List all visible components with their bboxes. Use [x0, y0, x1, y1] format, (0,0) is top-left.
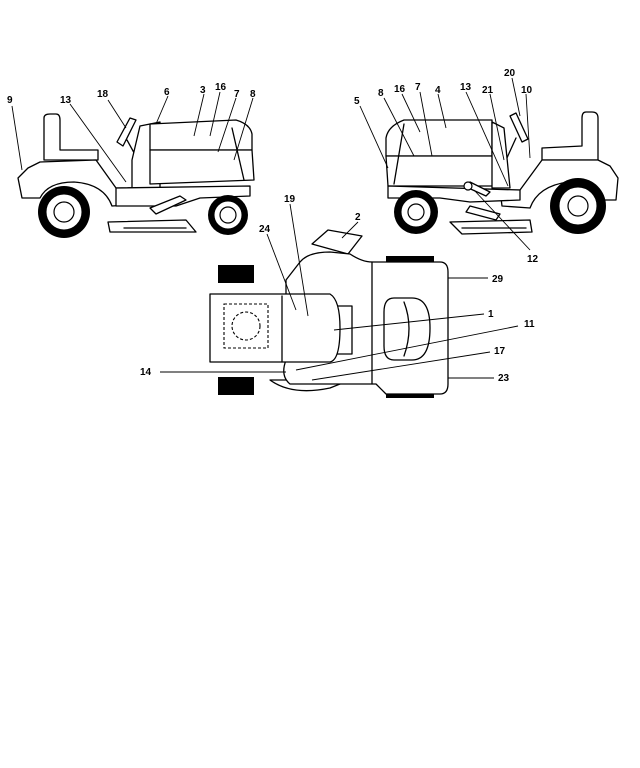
front-left-tire: [218, 265, 254, 283]
callout-18-left: 18: [97, 89, 109, 100]
callout-13-left: 13: [60, 95, 72, 106]
callout-9-left: 9: [7, 95, 13, 106]
callout-16-left: 16: [215, 82, 227, 93]
callout-6-left: 6: [164, 87, 170, 98]
seat-top: [383, 297, 431, 361]
hood: [385, 119, 493, 157]
engine-cap-outline: [231, 311, 261, 341]
callout-11-top: 11: [524, 319, 535, 330]
callout-4-right: 4: [435, 85, 441, 96]
steering-wheel: [509, 112, 529, 143]
callout-8-right: 8: [378, 88, 384, 99]
engine-access-outline: [223, 303, 269, 349]
mower-deck: [449, 219, 533, 235]
callout-7-left: 7: [234, 89, 240, 100]
hood-side-panel: [149, 149, 255, 185]
rear-left-tire: [386, 256, 434, 265]
tractor-left-side-view: [11, 91, 255, 238]
callout-17-top: 17: [494, 346, 506, 357]
callout-labels: 9 13 18 6 3 16 7 8 5 8 16 7 4 13 21 20 1…: [7, 68, 539, 384]
seat: [541, 111, 599, 161]
callout-3-left: 3: [200, 85, 206, 96]
callout-1-top: 1: [488, 309, 494, 320]
callout-20-right: 20: [504, 68, 516, 79]
discharge-chute: [311, 229, 363, 255]
callout-14-top: 14: [140, 367, 152, 378]
callout-16-right: 16: [394, 84, 406, 95]
callout-19-top: 19: [284, 194, 296, 205]
callout-2-top: 2: [355, 212, 361, 223]
callout-8-left: 8: [250, 89, 256, 100]
callout-24-top: 24: [259, 224, 271, 235]
steering-wheel: [116, 117, 137, 147]
frame-step: [115, 185, 251, 207]
callout-5-right: 5: [354, 96, 360, 107]
callout-10-right: 10: [521, 85, 533, 96]
callout-7-right: 7: [415, 82, 421, 93]
callout-13-right: 13: [460, 82, 472, 93]
mower-deck: [107, 219, 197, 233]
tractor-right-side-view: [359, 77, 619, 251]
callout-23-top: 23: [498, 373, 510, 384]
dash-console: [491, 121, 511, 189]
seat: [43, 113, 99, 161]
callout-12-right: 12: [527, 254, 539, 265]
front-right-tire: [218, 377, 254, 395]
callout-29-top: 29: [492, 274, 504, 285]
hood-side-panel: [385, 155, 495, 187]
callout-21-right: 21: [482, 85, 494, 96]
tractor-top-view: [160, 203, 519, 398]
